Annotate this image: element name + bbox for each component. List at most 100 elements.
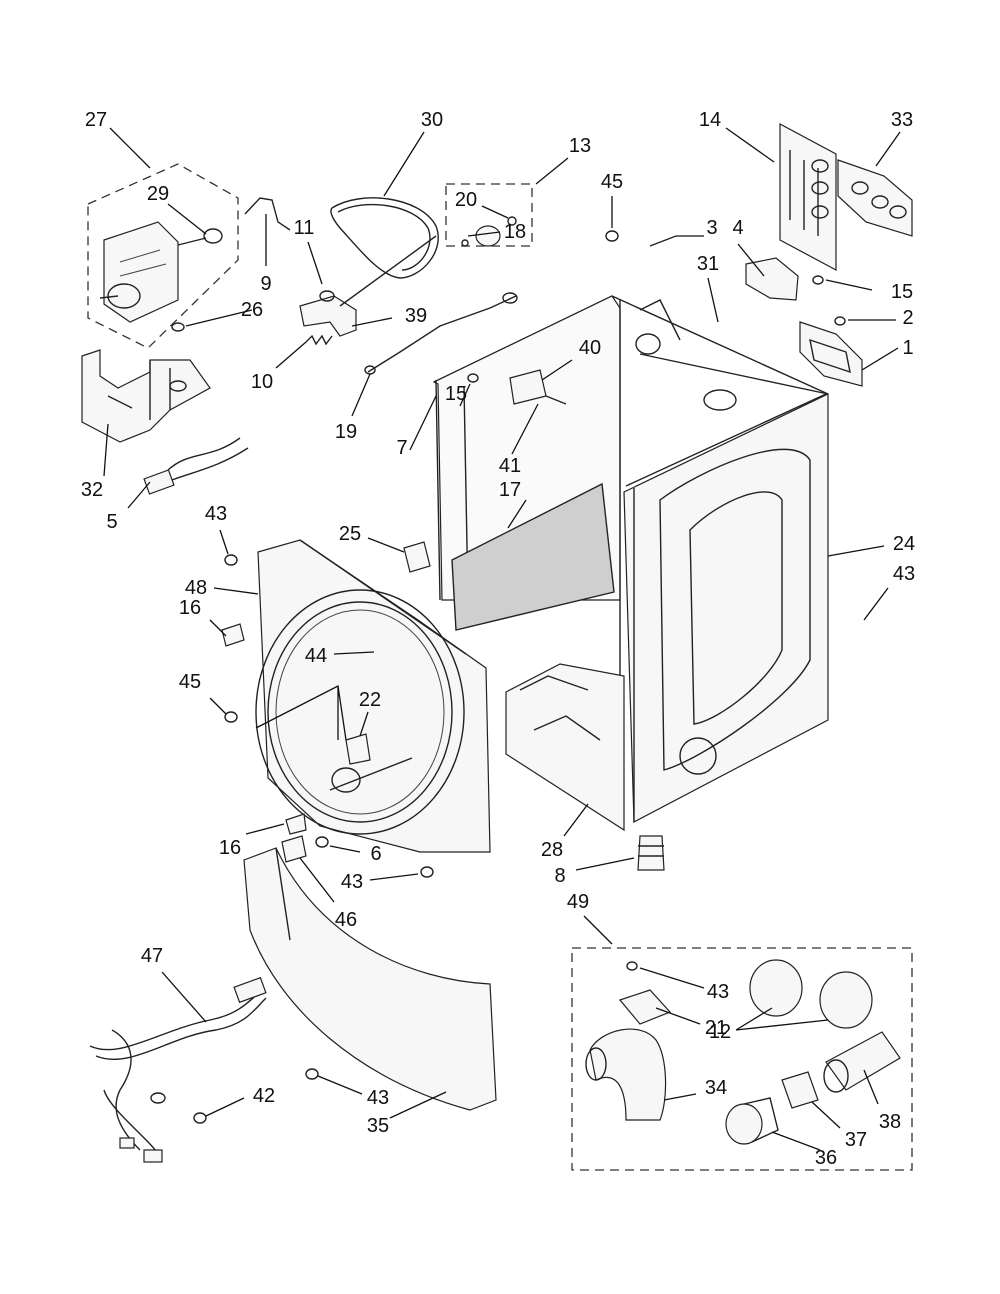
callout-labels: 27 29 30 13 20 18 14 33 45 4 3 31 15 2 1… <box>81 109 915 1169</box>
bracket-screw-2 <box>834 316 846 326</box>
callout-13: 13 <box>569 135 591 157</box>
callout-37: 37 <box>845 1129 867 1151</box>
callout-45-top: 45 <box>601 171 623 193</box>
kit-plate-21 <box>618 989 672 1025</box>
callout-6: 6 <box>370 843 381 865</box>
callout-18: 18 <box>504 221 526 243</box>
clip-16a <box>221 623 245 647</box>
door-opening-seal <box>255 589 465 835</box>
callout-7: 7 <box>396 437 407 459</box>
callout-43-front: 43 <box>341 871 363 893</box>
callout-19: 19 <box>335 421 357 443</box>
hinge-46 <box>281 835 307 863</box>
callout-28: 28 <box>541 839 563 861</box>
kit-screw-43 <box>626 961 638 971</box>
duct-coupling <box>781 1071 819 1109</box>
terminal-bracket <box>745 257 799 301</box>
callout-47: 47 <box>141 945 163 967</box>
bracket-screw <box>812 275 824 285</box>
leader-lines <box>103 127 901 1151</box>
door-switch <box>403 541 431 573</box>
vent-cover-b <box>819 971 873 1029</box>
callout-27: 27 <box>85 109 107 131</box>
callout-36: 36 <box>815 1147 837 1169</box>
callout-10: 10 <box>251 371 273 393</box>
cabinet-plug-top <box>605 230 619 242</box>
callout-34: 34 <box>705 1077 727 1099</box>
motor-assembly-group <box>87 163 239 349</box>
exhaust-kit-group <box>571 947 913 1171</box>
callout-48: 48 <box>185 577 207 599</box>
screw-6 <box>315 836 329 848</box>
toe-screw-43 <box>305 1068 319 1080</box>
idler-pulley <box>475 225 501 247</box>
terminal-block <box>779 122 837 272</box>
callout-38: 38 <box>879 1111 901 1133</box>
callout-2: 2 <box>902 307 913 329</box>
filter-screen <box>451 482 615 631</box>
motor-mount <box>81 349 211 443</box>
front-panel <box>255 539 491 853</box>
callout-43-side: 43 <box>893 563 915 585</box>
toe-panel <box>243 847 497 1111</box>
motor-pulley <box>203 228 223 244</box>
idler-spring <box>305 334 333 346</box>
callout-17: 17 <box>499 479 521 501</box>
callout-43-panel: 43 <box>205 503 227 525</box>
wire-harness <box>89 976 267 1163</box>
callout-29: 29 <box>147 183 169 205</box>
callout-15-rail: 15 <box>445 383 467 405</box>
motor-clamp <box>244 197 291 231</box>
drive-belt <box>330 197 439 279</box>
callout-22: 22 <box>359 689 381 711</box>
callout-42: 42 <box>253 1085 275 1107</box>
callout-43-toe: 43 <box>367 1087 389 1109</box>
panel-screw-43c <box>420 866 434 878</box>
terminal-cover <box>837 159 913 237</box>
callout-41: 41 <box>499 455 521 477</box>
idler-bracket <box>299 295 357 337</box>
motor-switch <box>143 437 249 495</box>
callout-8: 8 <box>554 865 565 887</box>
callout-43-kit: 43 <box>707 981 729 1003</box>
drive-motor <box>103 221 179 323</box>
idler-bolt <box>319 290 335 302</box>
cabinet-base <box>505 663 625 832</box>
callout-9: 9 <box>260 273 271 295</box>
callout-32: 32 <box>81 479 103 501</box>
cabinet-side-panel <box>623 393 829 823</box>
harness-nut-42 <box>193 1112 207 1124</box>
idler-pulley-group <box>445 183 533 247</box>
main-cabinet <box>432 295 829 871</box>
callout-40: 40 <box>579 337 601 359</box>
pulley-washer <box>507 216 517 226</box>
callout-11: 11 <box>294 217 315 239</box>
callout-24: 24 <box>893 533 915 555</box>
callout-25: 25 <box>339 523 361 545</box>
mount-bolt <box>171 322 185 332</box>
callout-46: 46 <box>335 909 357 931</box>
callout-31: 31 <box>697 253 719 275</box>
rear-rail <box>435 379 441 601</box>
cord-bracket <box>799 321 863 387</box>
callout-15-right: 15 <box>891 281 913 303</box>
door-lock-22 <box>345 733 371 765</box>
callout-45-panel: 45 <box>179 671 201 693</box>
callout-33: 33 <box>891 109 913 131</box>
callout-49: 49 <box>567 891 589 913</box>
callout-26: 26 <box>241 299 263 321</box>
callout-35: 35 <box>367 1115 389 1137</box>
callout-16-lower: 16 <box>219 837 241 859</box>
callout-3: 3 <box>706 217 717 239</box>
panel-plug-45 <box>224 711 238 723</box>
idler-shaft <box>367 295 517 373</box>
callout-16-upper: 16 <box>179 597 201 619</box>
cabinet-screw-top <box>649 235 677 247</box>
callout-44: 44 <box>305 645 327 667</box>
callout-30: 30 <box>421 109 443 131</box>
callout-5: 5 <box>106 511 117 533</box>
exhaust-elbow <box>589 1028 667 1121</box>
callout-4: 4 <box>732 217 743 239</box>
callout-12: 12 <box>709 1021 731 1043</box>
